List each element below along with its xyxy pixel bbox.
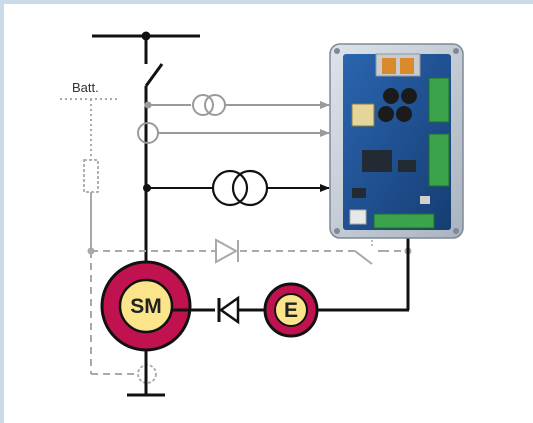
rectifier-diode-icon	[217, 295, 240, 325]
current-transformer-icon	[144, 94, 330, 116]
motor-label: SM	[130, 295, 162, 318]
diode-icon	[215, 238, 239, 264]
battery-supply: Batt.	[60, 80, 118, 160]
battery-label: Batt.	[72, 80, 99, 95]
relay-contact-icon	[354, 240, 382, 265]
fuse-icon	[83, 159, 99, 251]
controller-board-icon	[329, 43, 464, 239]
voltage-transformer-icon	[143, 169, 330, 207]
exciter-icon: E	[263, 282, 319, 338]
switch-icon	[144, 63, 164, 87]
exciter-feed-line	[317, 238, 410, 312]
dashed-circuit	[87, 247, 412, 375]
exciter-label: E	[284, 299, 298, 322]
synchronous-motor-icon: SM	[100, 260, 192, 352]
current-sensor-icon	[137, 122, 330, 144]
